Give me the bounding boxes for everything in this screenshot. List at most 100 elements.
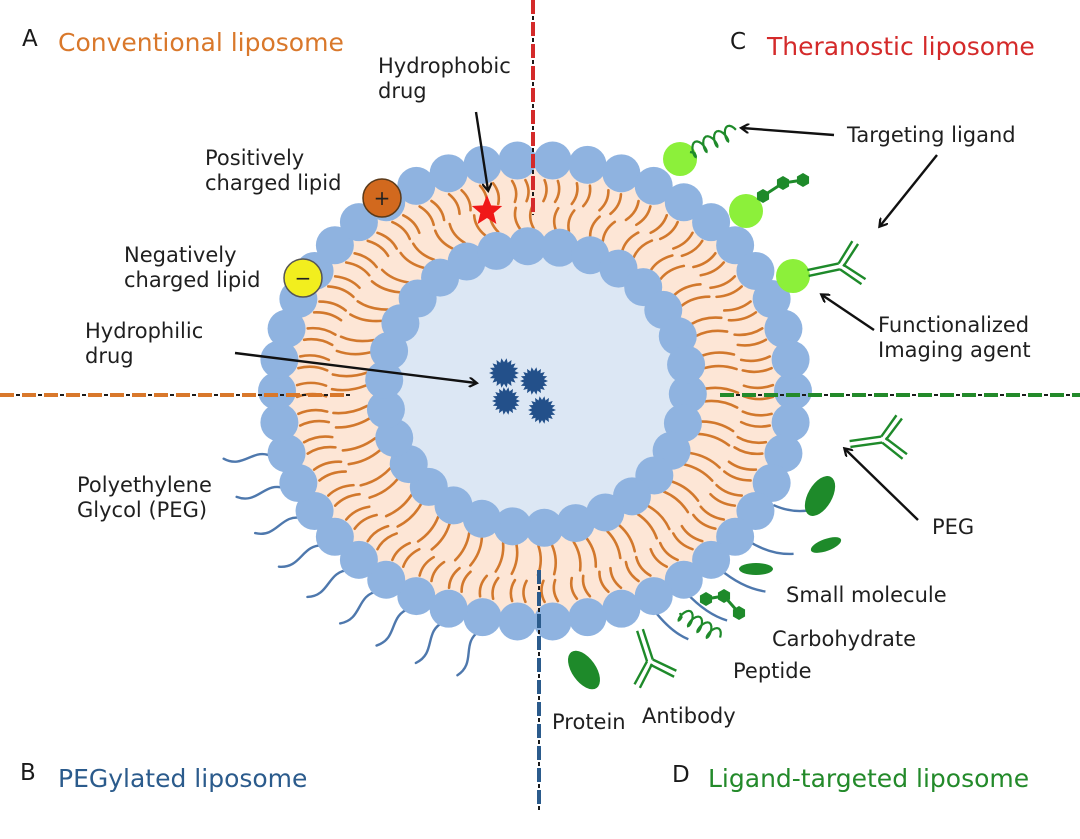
lipid-tail [384,493,413,518]
antibody-arm [839,263,867,286]
lipid-tail [601,220,617,243]
outer-lipid-head [429,154,468,193]
positive-lipid-icon [362,178,402,218]
lipid-tail [453,531,471,562]
peptide-ligand-icon [689,124,737,159]
lipid-tail [680,295,711,307]
peg-strand [747,539,794,556]
antibody-ligand-icon [807,240,867,286]
outer-lipid-head [367,560,406,599]
outer-lipid-head [463,598,502,637]
label-positively-charged-lipid: Positively charged lipid [205,146,342,195]
lipid-tail [624,560,640,583]
lipid-tail [552,578,560,603]
lipid-tail [418,205,435,227]
lipid-tail [302,337,334,347]
lipid-tail [572,540,582,572]
lipid-tail [335,349,372,356]
panel-title-pegylated: PEGylated liposome [58,764,308,793]
outer-lipid-head [634,577,673,616]
lipid-tail [635,555,652,577]
lipid-tail [690,316,723,326]
panel-letter-c: C [730,29,747,55]
lipid-tail [399,251,425,270]
lipid-tail [709,492,737,507]
antibody-arm [649,658,677,678]
lipid-tail [699,261,726,277]
lipid-tail [736,338,768,347]
lipid-tail [396,502,423,528]
lipid-tail [524,178,530,203]
lipid-tail [618,524,637,553]
carbohydrate-ring-icon [756,189,770,203]
carbohydrate-ring-icon [796,173,810,187]
panel-title-conventional: Conventional liposome [58,28,344,57]
small-molecule-ligand-icon [739,563,773,575]
lipid-tail [433,229,454,250]
outer-lipid-head [692,540,731,579]
outer-lipid-head [664,560,703,599]
lipid-tail [736,435,768,445]
lipid-tail [585,537,598,568]
outer-lipid-head [602,589,641,628]
outer-lipid-head [397,577,436,616]
lipid-tail [553,179,561,204]
lipid-tail [401,213,421,235]
lipid-tail [326,483,355,497]
lipid-tail [306,445,337,455]
protein-ligand-icon [568,650,600,690]
lipid-tail [302,435,334,444]
lipid-tail [739,355,772,363]
lipid-tail [513,206,522,231]
outer-lipid-head [771,403,810,442]
antibody-ligand-icon [633,628,677,689]
inner-lipid-head [508,227,547,266]
lipid-tail [700,420,735,433]
arrow-targeting-ligand-antibody [880,154,938,226]
antibody-ligand-icon [849,414,908,460]
lipid-tail [370,280,401,294]
lipid-tail [621,231,640,252]
outer-lipid-head [339,203,378,242]
outer-lipid-head [267,309,306,348]
lipid-tail [647,504,671,531]
lipid-tail [318,470,348,482]
lipid-tail [727,311,758,322]
lipid-tail [699,505,726,521]
lipid-tail [353,252,378,269]
lipid-tail [659,264,686,281]
outer-lipid-head [397,166,436,205]
outer-lipid-head [692,203,731,242]
lipid-tail [460,570,472,594]
inner-lipid-head [667,345,706,384]
outer-lipid-head [315,226,354,265]
peg-strand [414,620,446,665]
lipid-tail [741,366,773,374]
small-molecule-ligand-icon [810,537,842,553]
lipid-tail [494,541,505,573]
peptide-ligand-icon [677,609,722,640]
inner-lipid-head [556,504,595,543]
panel-title-theranostic: Theranostic liposome [767,32,1035,61]
lipid-tail [297,365,329,372]
lipid-tail [570,181,579,206]
lipid-tail [448,222,466,245]
lipid-tail [460,188,472,212]
antibody-arm [837,240,860,268]
inner-lipid-head [668,375,707,414]
lipid-tail [727,460,758,471]
lipid-tail [672,231,694,250]
inner-lipid-head [462,499,501,538]
lipid-tail [733,327,764,337]
lipid-tail [391,220,412,241]
lipid-tail [297,408,329,416]
arrow-hydrophobic-drug [474,111,488,190]
lipid-tail [416,515,440,543]
outer-lipid-head [764,434,803,473]
lipid-tail [295,381,328,387]
lipid-tail [491,576,500,601]
lipid-tail [411,242,436,262]
outer-lipid-head [664,183,703,222]
lipid-tail [680,524,704,543]
outer-lipid-head [498,141,537,180]
